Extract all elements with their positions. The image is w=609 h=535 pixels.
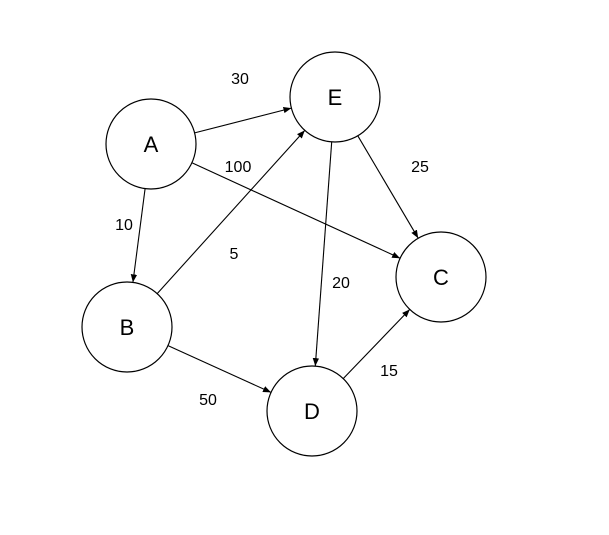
node-a: A xyxy=(105,98,197,190)
edge-weight-a-c: 100 xyxy=(225,159,252,176)
edge-weight-e-d: 20 xyxy=(332,275,350,292)
nodes-layer: A E B C D xyxy=(81,51,487,457)
edge-a-c xyxy=(191,162,401,259)
edge-weight-b-d: 50 xyxy=(199,392,217,409)
node-e: E xyxy=(289,51,381,143)
edge-b-e xyxy=(156,130,306,294)
edges-layer xyxy=(130,106,419,393)
edge-d-c xyxy=(342,309,411,379)
edge-a-e xyxy=(194,106,292,134)
node-label-e: E xyxy=(328,85,343,110)
node-label-c: C xyxy=(433,265,449,290)
node-label-d: D xyxy=(304,399,320,424)
node-circle-c xyxy=(395,231,487,323)
node-c: C xyxy=(395,231,487,323)
edge-weight-b-e: 5 xyxy=(230,246,239,263)
edge-weight-d-c: 15 xyxy=(380,363,398,380)
node-label-b: B xyxy=(120,315,135,340)
edge-a-b xyxy=(130,188,146,283)
node-circle-d xyxy=(266,365,358,457)
node-b: B xyxy=(81,281,173,373)
node-label-a: A xyxy=(144,132,159,157)
edge-e-c xyxy=(357,135,419,239)
edge-labels-layer: 30 100 10 5 50 25 20 15 xyxy=(115,71,429,409)
node-circle-e xyxy=(289,51,381,143)
edge-weight-a-e: 30 xyxy=(231,71,249,88)
node-circle-b xyxy=(81,281,173,373)
node-circle-a xyxy=(105,98,197,190)
edge-weight-a-b: 10 xyxy=(115,217,133,234)
edge-weight-e-c: 25 xyxy=(411,159,429,176)
edge-e-d xyxy=(312,141,333,367)
edge-b-d xyxy=(167,345,272,393)
node-d: D xyxy=(266,365,358,457)
